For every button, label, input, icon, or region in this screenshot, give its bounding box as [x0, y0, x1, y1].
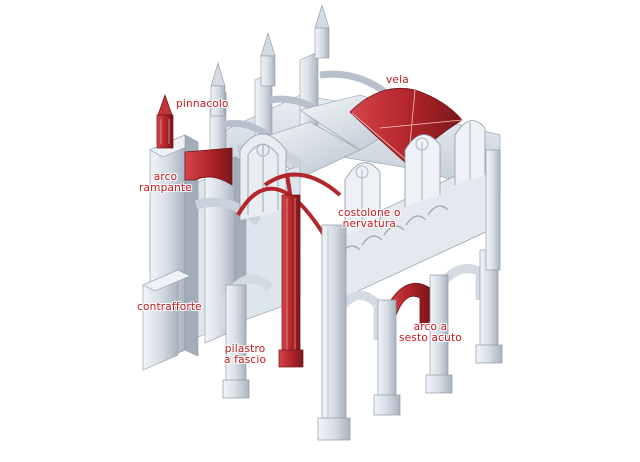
label-costolone-line1: costolone o — [338, 207, 401, 219]
arco-sesto-acuto-highlight — [384, 282, 431, 346]
label-costolone-line2: nervatura — [342, 218, 397, 230]
label-pinnacolo: pinnacolo — [176, 99, 229, 110]
label-arco-rampante-line2: rampante — [139, 182, 192, 194]
label-pilastro: pilastro a fascio — [224, 344, 266, 366]
label-arco-sesto-acuto-line1: arco a — [413, 321, 448, 333]
label-pilastro-line1: pilastro — [224, 343, 266, 355]
label-contrafforte-text: contrafforte — [137, 301, 202, 313]
pilastro-highlight — [278, 194, 304, 368]
vaults — [254, 87, 463, 179]
label-pilastro-line2: a fascio — [224, 354, 267, 366]
arco-rampante-highlight — [184, 147, 233, 186]
label-arco-sesto-acuto-line2: sesto acuto — [399, 332, 462, 344]
label-vela-text: vela — [386, 74, 409, 86]
pinnacolo-highlight — [156, 93, 174, 149]
back-pinnacles — [210, 3, 330, 117]
label-contrafforte: contrafforte — [137, 302, 202, 313]
label-arco-rampante-line1: arco — [153, 171, 178, 183]
label-costolone: costolone o nervatura — [338, 208, 401, 230]
front-piers — [222, 149, 503, 441]
label-pinnacolo-text: pinnacolo — [176, 98, 229, 110]
nave-elevation-right — [327, 120, 491, 306]
label-arco-rampante: arco rampante — [139, 172, 192, 194]
label-arco-sesto-acuto: arco a sesto acuto — [399, 322, 462, 344]
label-vela: vela — [386, 75, 409, 86]
contrafforte-buttress — [142, 134, 199, 371]
